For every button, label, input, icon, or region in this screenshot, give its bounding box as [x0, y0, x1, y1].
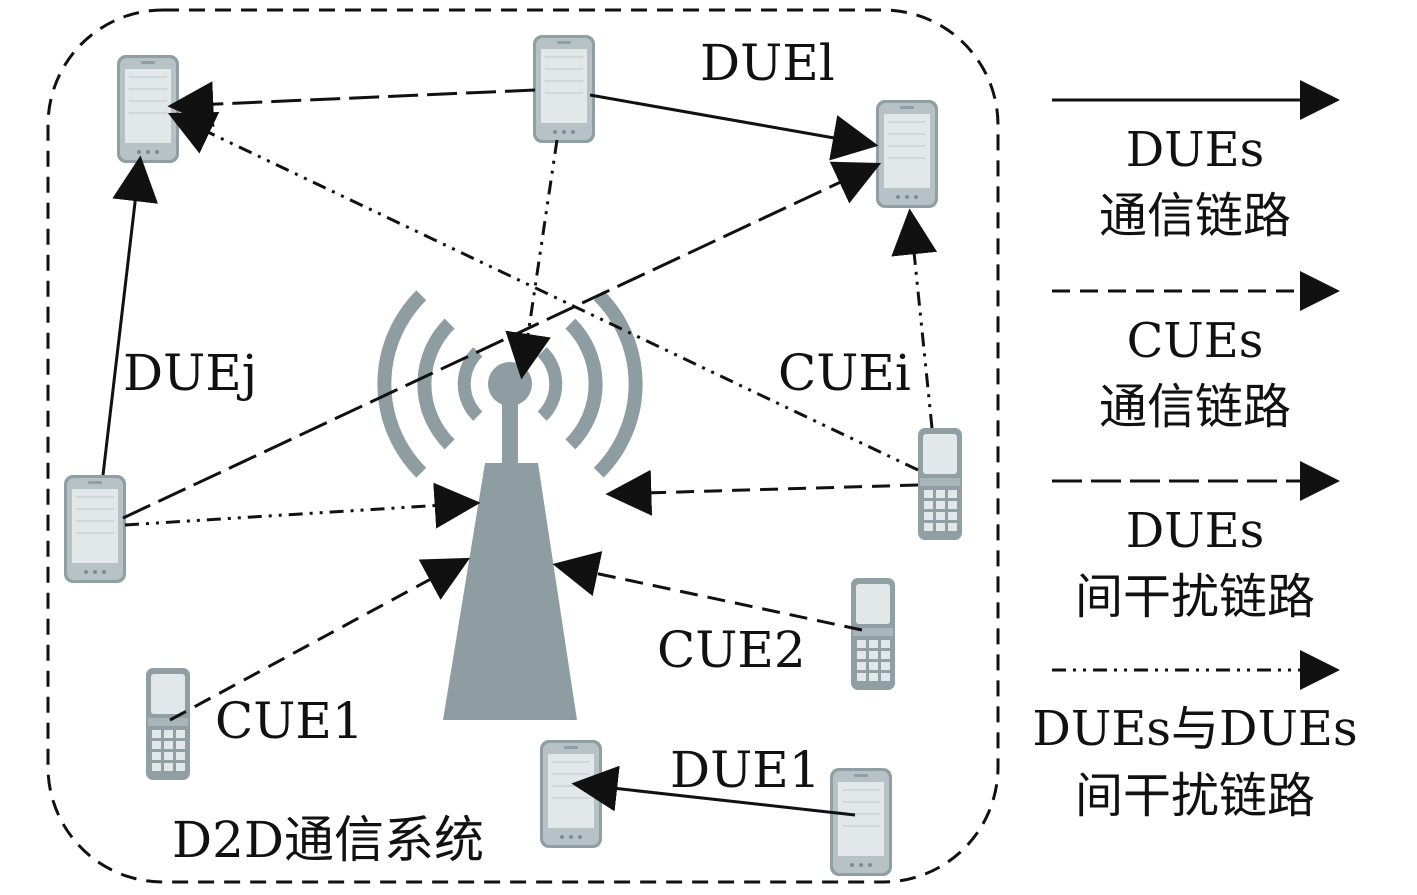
flip-phone-icon — [918, 428, 962, 540]
legend-1-line1: CUEs — [1127, 313, 1264, 369]
legend-3-line2: 间干扰链路 — [1075, 768, 1315, 824]
link-due-l-interference — [167, 81, 536, 128]
link-cuei-cross — [167, 112, 919, 472]
legend-0-line1: DUEs — [1126, 122, 1265, 178]
link-cuei-comm — [605, 469, 919, 516]
link-cuei-to-due — [891, 208, 938, 429]
legend-1-line2: 通信链路 — [1099, 379, 1291, 435]
label-cue-1: CUE1 — [215, 692, 364, 750]
link-due1-comm — [571, 765, 856, 817]
smartphone-icon — [539, 739, 603, 849]
smartphone-icon — [116, 54, 180, 164]
link-due-j-comm — [101, 155, 159, 476]
legend-0-line2: 通信链路 — [1099, 188, 1291, 244]
link-due-l-comm — [589, 93, 879, 161]
label-due-1: DUE1 — [670, 741, 821, 799]
smartphone-icon — [63, 474, 127, 584]
label-cue-2: CUE2 — [657, 621, 806, 679]
smartphone-icon — [875, 99, 939, 209]
link-due-j-interference — [122, 161, 882, 520]
label-due-j: DUEj — [123, 344, 257, 402]
label-due-l: DUEl — [700, 34, 835, 92]
d2d-system-boundary — [46, 8, 1000, 884]
label-d2d-system: D2D通信系统 — [172, 811, 484, 869]
legend: DUEs 通信链路 CUEs 通信链路 DUEs 间干扰链路 DUEs与DUEs… — [1032, 80, 1358, 824]
flip-phone-icon — [146, 668, 190, 780]
label-cue-i: CUEi — [778, 344, 911, 402]
smartphone-icon — [829, 767, 893, 877]
link-due-j-to-bs — [124, 482, 481, 529]
link-cue1-comm — [169, 557, 471, 722]
link-due-l-to-bs — [505, 139, 559, 380]
legend-3-line1: DUEs与DUEs — [1032, 701, 1357, 757]
smartphone-icon — [532, 34, 596, 144]
flip-phone-icon — [851, 578, 895, 690]
legend-2-line1: DUEs — [1126, 503, 1265, 559]
link-cue2-comm — [552, 551, 863, 632]
legend-2-line2: 间干扰链路 — [1075, 569, 1315, 625]
